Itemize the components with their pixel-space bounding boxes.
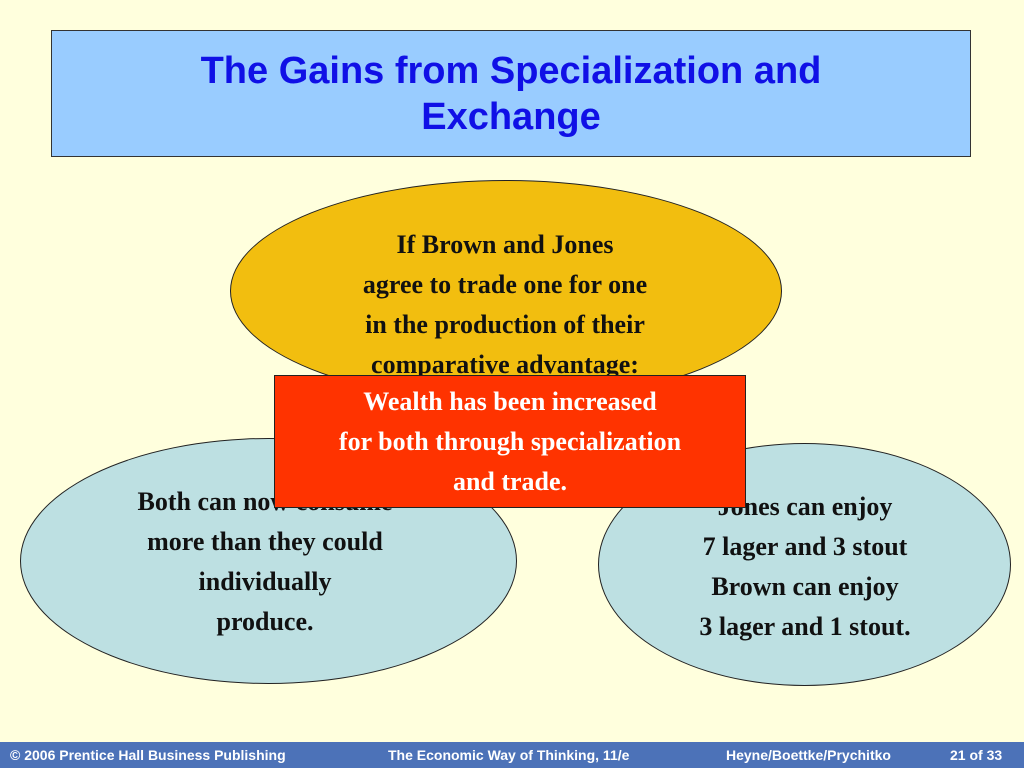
slide-title-box: The Gains from Specialization and Exchan… [51, 30, 971, 157]
top-ellipse-text: If Brown and Jones agree to trade one fo… [240, 225, 770, 385]
footer-book-title: The Economic Way of Thinking, 11/e [388, 747, 630, 763]
callout-line: for both through specialization [338, 427, 682, 456]
left-ellipse-line: individually [198, 567, 332, 596]
left-ellipse-line: more than they could [147, 527, 383, 556]
right-ellipse-line: 7 lager and 3 stout [702, 532, 908, 561]
footer-authors: Heyne/Boettke/Prychitko [726, 747, 891, 763]
footer-page-number: 21 of 33 [950, 747, 1003, 763]
top-ellipse-line: agree to trade one for one [362, 270, 648, 299]
top-ellipse-line: If Brown and Jones [396, 230, 614, 259]
wealth-callout-box: Wealth has been increased for both throu… [274, 375, 746, 508]
callout-line: Wealth has been increased [363, 387, 657, 416]
right-ellipse-text: Jones can enjoy 7 lager and 3 stout Brow… [630, 487, 980, 647]
footer-copyright: © 2006 Prentice Hall Business Publishing [10, 747, 286, 763]
right-ellipse-line: Jones can enjoy [717, 492, 893, 521]
top-ellipse-line: in the production of their [365, 310, 645, 339]
left-ellipse-line: produce. [216, 607, 314, 636]
slide-title: The Gains from Specialization and Exchan… [200, 49, 822, 138]
right-ellipse-line: Brown can enjoy [711, 572, 899, 601]
right-ellipse-line: 3 lager and 1 stout. [699, 612, 911, 641]
callout-line: and trade. [452, 467, 568, 496]
top-ellipse [230, 180, 782, 402]
top-ellipse-line: comparative advantage: [371, 350, 639, 379]
footer-bar: © 2006 Prentice Hall Business Publishing… [0, 742, 1024, 768]
